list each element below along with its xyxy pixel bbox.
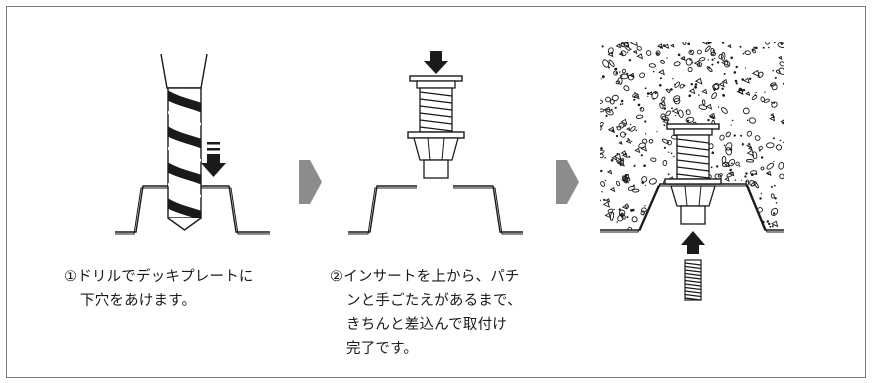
bolt-icon <box>684 259 702 301</box>
insert-spring-icon <box>407 75 465 179</box>
step-arrow-icon <box>556 160 579 204</box>
panel-installed <box>600 42 784 301</box>
step-1-line-1: ①ドリルでデッキプレートに <box>64 265 254 289</box>
step-2-number: ② <box>330 269 344 285</box>
deck-plate-2 <box>348 185 417 233</box>
panel-drill <box>115 53 270 235</box>
step-arrow-icon <box>299 160 322 204</box>
step-2-caption: ②インサートを上から、パチ ンと手ごたえがあるまで、 きちんと差込んで取付け 完… <box>330 265 522 361</box>
step-2-line-2: ンと手ごたえがあるまで、 <box>346 293 522 309</box>
step-1-number: ① <box>64 269 78 285</box>
step-2-line-3: きちんと差込んで取付け <box>346 317 507 333</box>
insert-spring-icon <box>664 123 722 225</box>
step-1-line-2: 下穴をあけます。 <box>80 293 197 309</box>
up-arrow-icon <box>681 231 705 254</box>
step-1-caption: ①ドリルでデッキプレートに 下穴をあけます。 <box>64 265 254 313</box>
step-2-line-1: ②インサートを上から、パチ <box>330 265 522 289</box>
down-arrow-icon <box>201 142 226 177</box>
drill-bit-icon <box>167 87 202 231</box>
down-arrow-icon <box>424 51 448 74</box>
drill-chuck-icon <box>160 53 208 89</box>
step-2-line-4: 完了です。 <box>346 341 419 357</box>
panel-insert <box>348 51 523 235</box>
